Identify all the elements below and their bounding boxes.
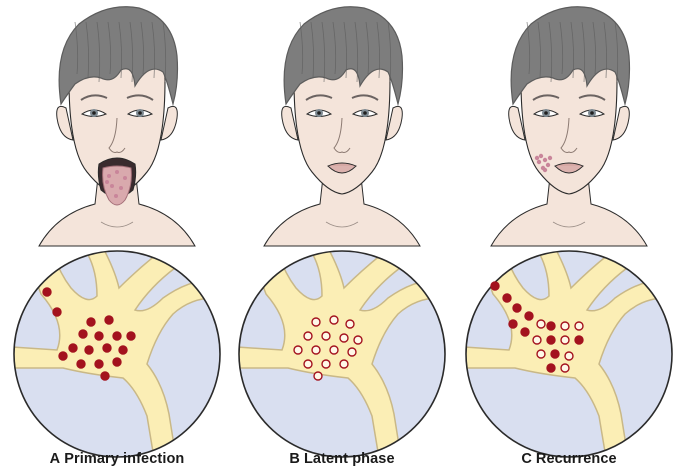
- pupil: [544, 111, 548, 115]
- neuron-magnification: [222, 244, 446, 464]
- virus-particle-latent: [330, 316, 338, 324]
- neuron-magnification: [0, 244, 221, 464]
- cold-sore-lesion: [537, 160, 541, 164]
- virus-particle-latent: [561, 322, 569, 330]
- caption-letter: A: [50, 451, 61, 467]
- virus-particle-active: [127, 332, 135, 340]
- virus-particle-latent: [575, 322, 583, 330]
- virus-particle-latent: [537, 320, 545, 328]
- virus-particle-active: [95, 360, 103, 368]
- virus-particle-latent: [314, 372, 322, 380]
- virus-particle-latent: [322, 332, 330, 340]
- cold-sore-lesion: [548, 156, 552, 160]
- pupil: [138, 111, 142, 115]
- virus-particle-active: [547, 336, 555, 344]
- virus-particle-active: [87, 318, 95, 326]
- virus-particle-active: [69, 344, 77, 352]
- virus-particle-active: [113, 358, 121, 366]
- pupil: [317, 111, 321, 115]
- caption-text: Latent phase: [304, 451, 395, 467]
- virus-particle-latent: [312, 318, 320, 326]
- virus-particle-active: [53, 308, 61, 316]
- face-illustration: [491, 7, 647, 246]
- virus-particle-active: [491, 282, 499, 290]
- virus-particle-latent: [322, 360, 330, 368]
- cold-sore-lesion: [535, 156, 539, 160]
- cold-sore-lesion: [543, 158, 547, 162]
- virus-particle-active: [119, 346, 127, 354]
- cold-sore-lesion: [539, 154, 543, 158]
- virus-particle-active: [95, 332, 103, 340]
- virus-particle-active: [101, 372, 109, 380]
- cold-sore-lesion: [543, 168, 547, 172]
- tongue-lesion: [105, 180, 109, 184]
- virus-particle-active: [503, 294, 511, 302]
- virus-particle-active: [509, 320, 517, 328]
- virus-particle-latent: [304, 360, 312, 368]
- virus-particle-active: [79, 330, 87, 338]
- virus-particle-latent: [312, 346, 320, 354]
- virus-particle-active: [547, 322, 555, 330]
- tongue-lesion: [107, 174, 111, 178]
- tongue-lesion: [115, 170, 119, 174]
- pupil: [363, 111, 367, 115]
- virus-particle-latent: [294, 346, 302, 354]
- virus-particle-latent: [354, 336, 362, 344]
- tongue-lesion: [110, 184, 114, 188]
- virus-particle-latent: [346, 320, 354, 328]
- virus-particle-latent: [537, 350, 545, 358]
- virus-particle-active: [105, 316, 113, 324]
- pupil: [92, 111, 96, 115]
- virus-particle-latent: [533, 336, 541, 344]
- cold-sore-lesion: [546, 163, 550, 167]
- face-illustration: [39, 7, 195, 246]
- virus-particle-active: [77, 360, 85, 368]
- virus-particle-active: [59, 352, 67, 360]
- virus-particle-latent: [561, 364, 569, 372]
- virus-particle-active: [513, 304, 521, 312]
- virus-particle-active: [43, 288, 51, 296]
- virus-particle-active: [551, 350, 559, 358]
- caption-letter: C: [521, 451, 532, 467]
- tongue-lesion: [114, 194, 118, 198]
- virus-particle-latent: [565, 352, 573, 360]
- virus-particle-latent: [340, 334, 348, 342]
- neuron-magnification: [449, 244, 673, 464]
- caption-letter: B: [289, 451, 300, 467]
- face-illustration: [264, 7, 420, 246]
- virus-particle-latent: [561, 336, 569, 344]
- virus-particle-active: [575, 336, 583, 344]
- virus-particle-latent: [330, 346, 338, 354]
- virus-particle-latent: [340, 360, 348, 368]
- virus-particle-latent: [348, 348, 356, 356]
- virus-particle-active: [547, 364, 555, 372]
- virus-particle-latent: [304, 332, 312, 340]
- caption-text: Recurrence: [536, 451, 617, 467]
- caption-text: Primary infection: [64, 451, 184, 467]
- virus-particle-active: [103, 344, 111, 352]
- virus-particle-active: [113, 332, 121, 340]
- tongue-lesion: [123, 176, 127, 180]
- virus-particle-active: [521, 328, 529, 336]
- tongue-lesion: [119, 186, 123, 190]
- pupil: [590, 111, 594, 115]
- virus-particle-active: [85, 346, 93, 354]
- virus-particle-active: [525, 312, 533, 320]
